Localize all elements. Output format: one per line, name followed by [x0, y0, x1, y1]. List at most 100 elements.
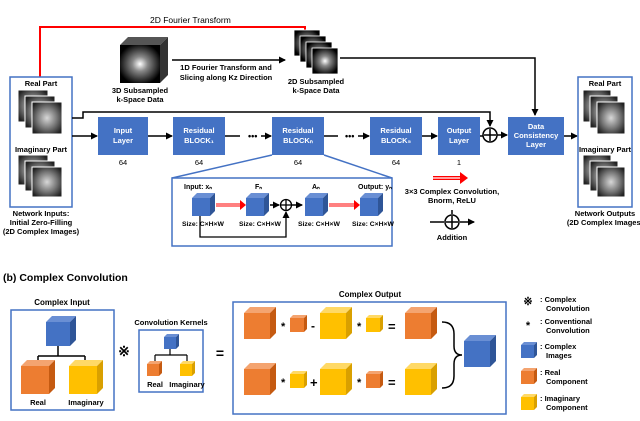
residual-block-n: Residual BLOCKₙ	[272, 117, 324, 155]
input-layer-label-1: Input	[114, 126, 133, 135]
out-row1-imag-kernel	[366, 315, 383, 332]
res1-label-1: Residual	[183, 126, 214, 135]
complex-input-real-cube	[21, 360, 55, 394]
res1-channels: 64	[195, 158, 203, 167]
detail-connector-left	[171, 154, 273, 179]
resn-channels: 64	[294, 158, 302, 167]
detail-output-label: Output: yₙ	[358, 184, 392, 191]
detail-size-4: Size: C×H×W	[352, 221, 395, 228]
legend-b-imag-text-2: Component	[546, 403, 588, 412]
kernel-complex-cube	[164, 334, 179, 349]
outputs-real-label: Real Part	[589, 79, 622, 88]
legend-b-real-text-2: Component	[546, 377, 588, 386]
inputs-imag-images	[17, 154, 63, 198]
kspace-2d-label-2: k-Space Data	[292, 86, 340, 95]
out-row2-equals: =	[388, 375, 396, 390]
legend-b-complex-cube	[521, 342, 537, 358]
complex-input-cube	[46, 316, 76, 346]
addition-node-main	[482, 127, 498, 143]
outputs-real-images	[582, 89, 626, 135]
section-b-title: (b) Complex Convolution	[3, 272, 128, 284]
detail-size-2: Size: C×H×W	[239, 221, 282, 228]
legend-b-imag-cube	[521, 394, 537, 410]
inputs-caption-3: (2D Complex Images)	[3, 227, 80, 236]
legend-addition-label: Addition	[437, 233, 468, 242]
legend-b-real-text-1: : Real	[540, 368, 560, 377]
detail-connector-right	[323, 154, 393, 179]
kspace-3d-label-2: k-Space Data	[116, 95, 164, 104]
outputs-imag-label: Imaginary Part	[579, 145, 632, 154]
output-layer-channels: 1	[457, 158, 461, 167]
out-row2-real-cube	[244, 363, 276, 395]
legend-b-real-cube	[521, 368, 537, 384]
legend-b-conv-symbol: *	[526, 320, 531, 332]
out-row1-equals: =	[388, 319, 396, 334]
out-row2-result-imag	[405, 363, 437, 395]
out-row1-real-cube	[244, 307, 276, 339]
detail-addition-node	[279, 198, 293, 212]
legend-b-complex-text-1: : Complex	[540, 295, 577, 304]
fft-2d-label: 2D Fourier Transform	[150, 15, 231, 25]
kspace-3d-label-1: 3D Subsampled	[112, 86, 169, 95]
res1-label-2: BLOCK₁	[184, 136, 214, 145]
kernel-imag-label: Imaginary	[169, 380, 205, 389]
kernel-real-label: Real	[147, 380, 163, 389]
ellipsis-2: •••	[345, 131, 354, 141]
kspace-2d-stack	[293, 29, 339, 75]
dc-label-3: Layer	[526, 140, 546, 149]
out-row2-plus: +	[310, 375, 318, 390]
output-brace	[441, 321, 463, 389]
out-row1-star-2: *	[357, 321, 362, 333]
kernel-tree	[154, 349, 188, 361]
detail-input-label: Input: xₙ	[184, 184, 212, 191]
outputs-caption-2: (2D Complex Images)	[567, 218, 640, 227]
legend-b-conv-text-2: Convolution	[546, 326, 590, 335]
complex-output-label: Complex Output	[339, 290, 402, 299]
detail-skip-arrow	[199, 211, 290, 238]
inputs-imag-label: Imaginary Part	[15, 145, 68, 154]
legend-b-images-text-1: : Complex	[540, 342, 577, 351]
complex-input-real-label: Real	[30, 398, 46, 407]
inputs-real-label: Real Part	[25, 79, 58, 88]
complex-input-imag-label: Imaginary	[68, 398, 104, 407]
legend-b-imag-text-1: : Imaginary	[540, 394, 581, 403]
legend-addition-node	[430, 210, 475, 230]
dc-label-2: Consistency	[514, 131, 559, 140]
legend-conv-label-1: 3×3 Complex Convolution,	[405, 187, 499, 196]
outputs-imag-images	[582, 154, 626, 198]
res5-label-2: BLOCK₅	[381, 136, 412, 145]
kspace-3d-cube	[120, 37, 168, 83]
inputs-real-images	[17, 89, 63, 135]
out-row2-imag-cube	[320, 363, 352, 395]
ellipsis-1: •••	[248, 131, 257, 141]
out-row1-result-real	[405, 307, 437, 339]
out-row1-star-1: *	[281, 321, 286, 333]
detail-size-3: Size: C×H×W	[298, 221, 341, 228]
complex-input-tree	[37, 346, 86, 364]
detail-size-1: Size: C×H×W	[182, 221, 225, 228]
res5-channels: 64	[392, 158, 400, 167]
legend-b-complex-symbol: ※	[523, 296, 532, 308]
kernel-imag-cube	[180, 361, 195, 376]
residual-block-5: Residual BLOCK₅	[370, 117, 422, 155]
res5-label-1: Residual	[380, 126, 411, 135]
detail-cube-output	[360, 193, 383, 216]
fft-1d-label-1: 1D Fourier Transform and	[180, 63, 272, 72]
legend-b-complex-text-2: Convolution	[546, 304, 590, 313]
detail-cube-f	[246, 193, 269, 216]
complex-conv-symbol: ※	[118, 343, 130, 359]
output-complex-cube	[464, 335, 496, 367]
legend-b-images-text-2: Images	[546, 351, 572, 360]
equals-sign-main: =	[216, 345, 224, 361]
detail-cube-input	[192, 193, 215, 216]
legend-b-conv-text-1: : Conventional	[540, 317, 592, 326]
inputs-caption-2: Initial Zero-Filling	[10, 218, 73, 227]
legend-conv-label-2: Bnorm, ReLU	[428, 196, 476, 205]
dc-label-1: Data	[528, 122, 545, 131]
input-layer-channels: 64	[119, 158, 127, 167]
kspace-to-dc-arrow	[340, 57, 539, 116]
output-layer-label-1: Output	[447, 126, 472, 135]
fft-1d-label-2: Slicing along Kz Direction	[180, 73, 273, 82]
conv-kernels-label: Convolution Kernels	[134, 318, 207, 327]
